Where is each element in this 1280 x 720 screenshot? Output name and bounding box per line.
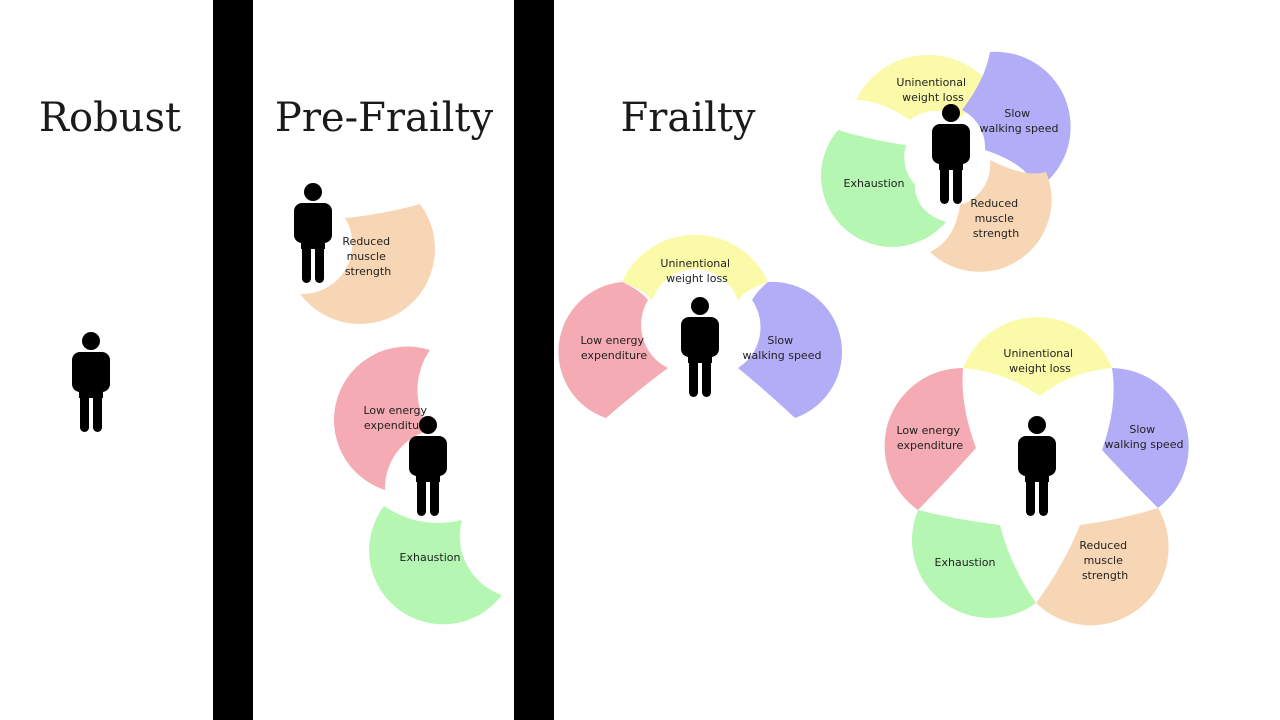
label-walking-speed-line1: Slow <box>767 334 793 347</box>
person-icon <box>932 104 970 204</box>
svg-text:Low energy expenditure: Low energy expenditure <box>581 334 648 362</box>
label-muscle-strength-line3: strength <box>345 265 391 278</box>
criterion-low-energy-petal <box>884 367 976 510</box>
label-muscle-strength-line2: muscle <box>975 212 1015 225</box>
label-muscle-strength-line1: Reduced <box>1079 539 1127 552</box>
person-icon <box>681 297 719 397</box>
svg-text:Low energy expenditure: Low energy expenditure <box>364 404 431 432</box>
label-muscle-strength-line1: Reduced <box>342 235 390 248</box>
stage-heading-robust: Robust <box>38 95 182 141</box>
criterion-walking-speed-petal <box>962 51 1071 191</box>
label-weight-loss-line2: weight loss <box>1009 362 1071 375</box>
svg-text:Uninentional weight loss: Uninentional weight loss <box>660 257 733 285</box>
svg-text:Reduced muscle str: Reduced muscle strength <box>970 197 1021 240</box>
frailty-four-criteria-group: Uninentional weight loss Slow walking sp… <box>821 51 1071 272</box>
criterion-weight-loss-petal <box>963 317 1112 396</box>
label-weight-loss-line2: weight loss <box>902 91 964 104</box>
label-muscle-strength-line2: muscle <box>347 250 387 263</box>
svg-text:Low energy expenditure: Low energy expenditure <box>897 424 964 452</box>
label-muscle-strength-line3: strength <box>973 227 1019 240</box>
label-low-energy-line1: Low energy <box>897 424 961 437</box>
label-low-energy-line1: Low energy <box>581 334 645 347</box>
label-low-energy-line2: expenditure <box>364 419 430 432</box>
label-exhaustion: Exhaustion <box>935 556 996 569</box>
pre-frailty-group-2: Low energy expenditure Exhaustion <box>333 346 502 625</box>
svg-text:Exhaustion: Exhaustion <box>935 556 996 569</box>
label-walking-speed-line1: Slow <box>1129 423 1155 436</box>
label-exhaustion: Exhaustion <box>844 177 905 190</box>
criterion-weight-loss-petal <box>856 54 1000 120</box>
svg-text:Slow walking speed: Slow walking speed <box>743 334 822 362</box>
label-walking-speed-line2: walking speed <box>980 122 1059 135</box>
label-muscle-strength-line1: Reduced <box>970 197 1018 210</box>
criterion-weight-loss-petal <box>622 234 768 301</box>
label-low-energy-line2: expenditure <box>897 439 963 452</box>
label-walking-speed-line2: walking speed <box>743 349 822 362</box>
label-weight-loss-line1: Uninentional <box>1003 347 1073 360</box>
criterion-exhaustion-petal <box>911 510 1036 619</box>
column-divider-right <box>514 0 554 720</box>
criterion-exhaustion-petal <box>821 130 946 247</box>
label-exhaustion: Exhaustion <box>400 551 461 564</box>
label-weight-loss-line1: Uninentional <box>660 257 730 270</box>
frailty-five-criteria-group: Uninentional weight loss Slow walking sp… <box>884 317 1189 626</box>
criterion-walking-speed-petal <box>738 281 843 418</box>
label-weight-loss-line2: weight loss <box>666 272 728 285</box>
svg-text:Uninentional weight loss: Uninentional weight loss <box>1003 347 1076 375</box>
svg-text:Reduced muscle str: Reduced muscle strength <box>1079 539 1130 582</box>
svg-text:Slow walking speed: Slow walking speed <box>980 107 1059 135</box>
criterion-low-energy-petal <box>333 346 430 490</box>
stage-heading-pre-frailty: Pre-Frailty <box>274 95 494 141</box>
frailty-three-criteria-group: Uninentional weight loss Low energy expe… <box>558 234 843 418</box>
pre-frailty-group-1: Reduced muscle strength <box>294 183 435 324</box>
svg-text:Uninentional weight loss: Uninentional weight loss <box>896 76 969 104</box>
person-icon <box>294 183 332 283</box>
svg-text:Reduced muscle str: Reduced muscle strength <box>342 235 393 278</box>
criterion-low-energy-petal <box>558 282 668 418</box>
criterion-exhaustion-petal <box>369 506 502 625</box>
criterion-walking-speed-petal <box>1102 368 1189 508</box>
label-low-energy-line1: Low energy <box>364 404 428 417</box>
svg-text:Slow walking speed: Slow walking speed <box>1105 423 1184 451</box>
label-muscle-strength-line2: muscle <box>1084 554 1124 567</box>
svg-text:Exhaustion: Exhaustion <box>844 177 905 190</box>
criterion-muscle-strength-petal <box>300 204 435 324</box>
stage-heading-frailty: Frailty <box>620 95 756 141</box>
criterion-muscle-strength-petal <box>930 160 1052 272</box>
svg-text:Exhaustion: Exhaustion <box>400 551 461 564</box>
column-divider-left <box>213 0 253 720</box>
label-walking-speed-line2: walking speed <box>1105 438 1184 451</box>
criterion-muscle-strength-petal <box>1036 508 1169 626</box>
label-muscle-strength-line3: strength <box>1082 569 1128 582</box>
label-weight-loss-line1: Uninentional <box>896 76 966 89</box>
label-low-energy-line2: expenditure <box>581 349 647 362</box>
person-icon <box>72 332 110 432</box>
label-walking-speed-line1: Slow <box>1004 107 1030 120</box>
person-icon <box>1018 416 1056 516</box>
